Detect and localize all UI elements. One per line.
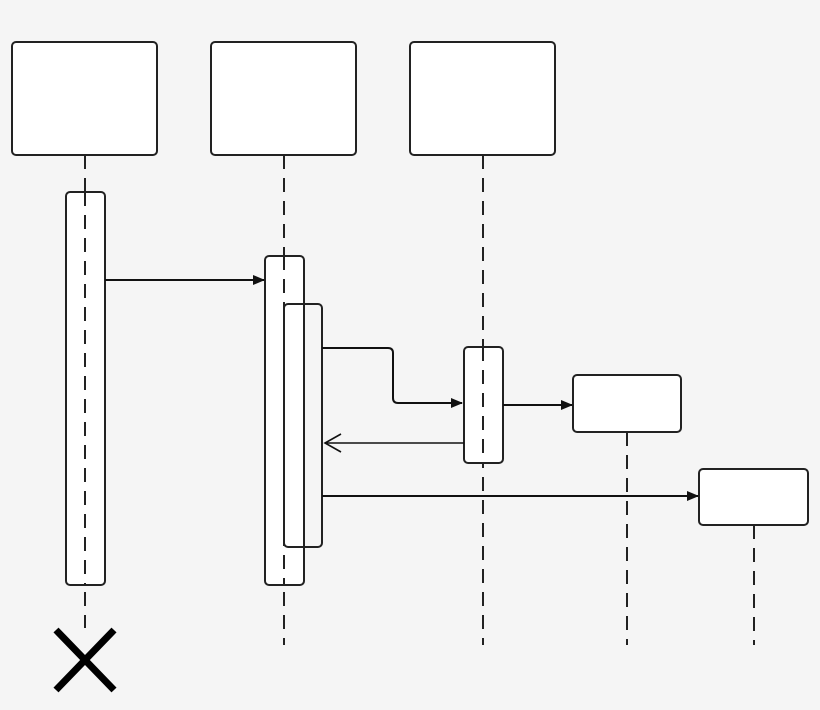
- participant-1-box: [11, 41, 158, 156]
- participant-2[interactable]: [210, 41, 357, 156]
- return-message-arrow[interactable]: [323, 433, 464, 453]
- participant-4[interactable]: [572, 374, 682, 433]
- participant-3[interactable]: [409, 41, 556, 156]
- participant-5-box: [698, 468, 809, 526]
- participant-4-box: [572, 374, 682, 433]
- message-arrow-2[interactable]: [322, 347, 463, 408]
- participant-2-box: [210, 41, 357, 156]
- participant-1[interactable]: [11, 41, 158, 156]
- open-arrowhead-icon: [323, 433, 342, 453]
- destroy-x-icon: [53, 627, 117, 693]
- participant-5[interactable]: [698, 468, 809, 526]
- participant-3-box: [409, 41, 556, 156]
